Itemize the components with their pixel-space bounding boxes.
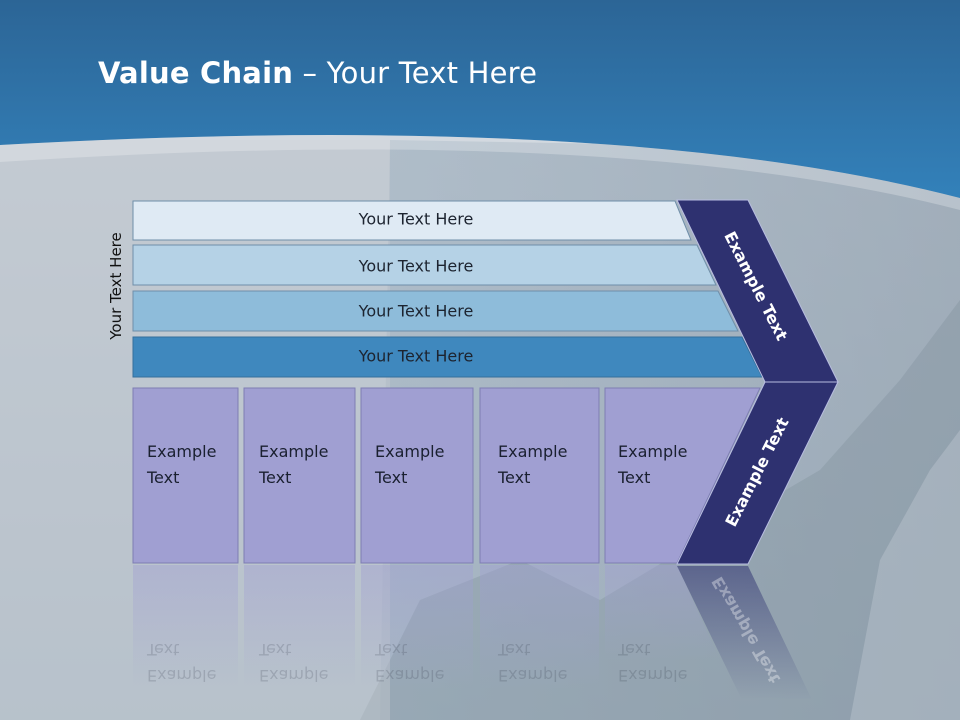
slide-title: Value Chain – Your Text Here <box>98 56 537 90</box>
box-2-line2: Text <box>259 468 292 487</box>
bar-1-label: Your Text Here <box>358 209 474 229</box>
bar-4-label: Your Text Here <box>358 346 474 366</box>
header-band <box>0 0 960 198</box>
box-1 <box>132 387 239 564</box>
box-1-line2: Text <box>147 468 180 487</box>
box-4-line1: Example <box>498 442 568 461</box>
box-2 <box>243 387 356 564</box>
box-5-line2: Text <box>618 468 651 487</box>
title-bold: Value Chain <box>98 56 294 90</box>
box-3 <box>360 387 474 564</box>
box-4-line2: Text <box>498 468 531 487</box>
box-2-line1: Example <box>259 442 329 461</box>
box-1-line1: Example <box>147 442 217 461</box>
side-label: Your Text Here <box>107 232 125 340</box>
bar-2-label: Your Text Here <box>358 256 474 276</box>
bar-3 <box>132 290 739 332</box>
box-3-line2: Text <box>375 468 408 487</box>
bar-2 <box>132 244 717 286</box>
box-3-line1: Example <box>375 442 445 461</box>
box-5-line1: Example <box>618 442 688 461</box>
box-4 <box>479 387 600 564</box>
bar-3-label: Your Text Here <box>358 301 474 321</box>
chevron-lower <box>676 381 839 565</box>
bar-1 <box>132 200 692 241</box>
title-rest: – Your Text Here <box>293 56 538 90</box>
bar-4 <box>132 336 763 378</box>
